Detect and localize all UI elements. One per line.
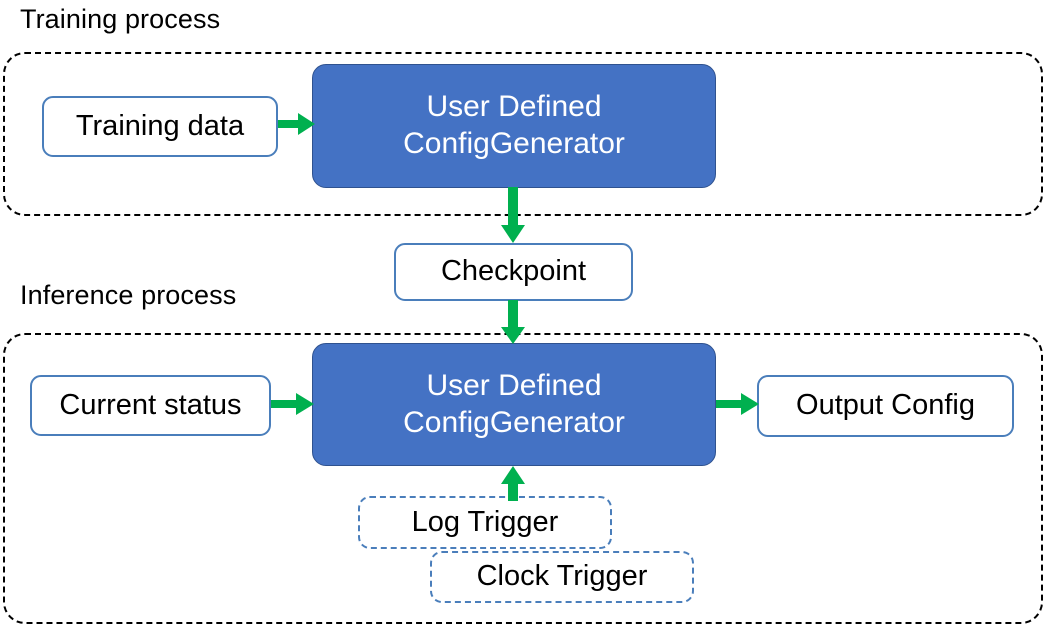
training-process-container xyxy=(3,52,1043,216)
clock-trigger-label: Clock Trigger xyxy=(476,560,648,593)
arrow-checkpoint-to-generator-icon xyxy=(499,300,527,346)
training-config-generator-label-line2: ConfigGenerator xyxy=(403,127,625,160)
training-config-generator-node[interactable]: User Defined ConfigGenerator xyxy=(312,64,716,188)
log-trigger-label: Log Trigger xyxy=(411,505,559,538)
checkpoint-node[interactable]: Checkpoint xyxy=(394,243,633,301)
inference-process-caption: Inference process xyxy=(20,280,237,310)
arrow-current-status-to-generator-icon xyxy=(271,390,315,418)
clock-trigger-node[interactable]: Clock Trigger xyxy=(430,551,694,603)
inference-config-generator-label-line1: User Defined xyxy=(426,368,602,402)
log-trigger-node[interactable]: Log Trigger xyxy=(358,496,612,549)
output-config-label: Output Config xyxy=(796,389,975,422)
output-config-node[interactable]: Output Config xyxy=(757,375,1014,437)
arrow-generator-to-checkpoint-icon xyxy=(499,187,527,245)
arrow-training-data-to-generator-icon xyxy=(278,110,316,138)
arrow-generator-to-output-config-icon xyxy=(716,390,760,418)
checkpoint-label: Checkpoint xyxy=(440,255,587,288)
inference-config-generator-node[interactable]: User Defined ConfigGenerator xyxy=(312,343,716,466)
inference-config-generator-label-line2: ConfigGenerator xyxy=(403,405,625,439)
current-status-label: Current status xyxy=(59,388,242,421)
training-data-label: Training data xyxy=(75,109,245,142)
training-process-caption: Training process xyxy=(20,4,221,34)
inference-process-container xyxy=(3,333,1043,624)
training-data-node[interactable]: Training data xyxy=(42,96,278,157)
arrow-triggers-to-generator-icon xyxy=(499,466,527,502)
training-config-generator-label-line1: User Defined xyxy=(426,90,602,124)
current-status-node[interactable]: Current status xyxy=(30,375,271,436)
